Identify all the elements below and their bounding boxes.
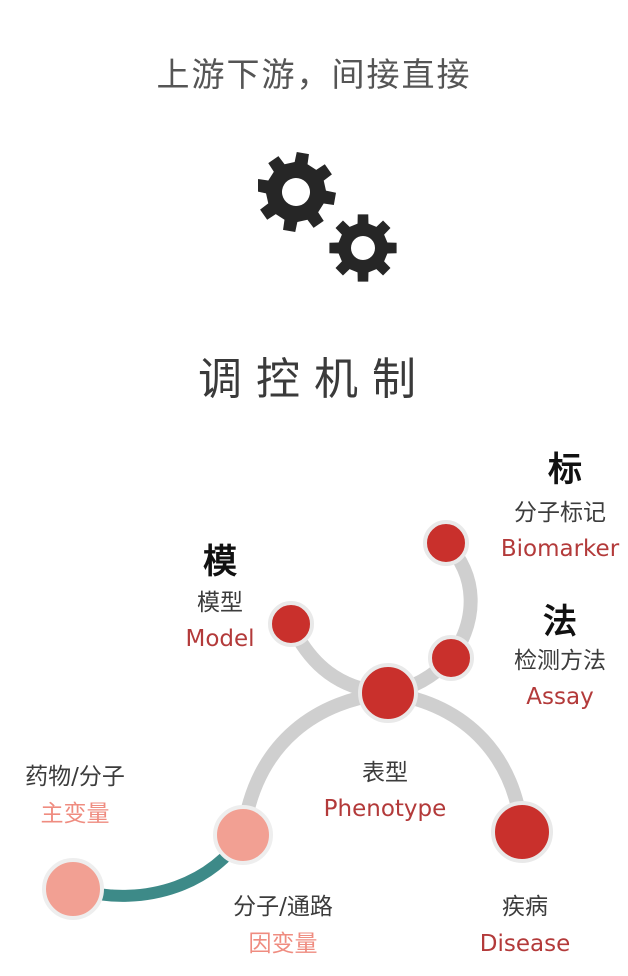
model-label-en: Model (185, 626, 255, 652)
assay-glyph-icon: 法 (543, 602, 577, 642)
drug-label-zh: 药物/分子 (25, 764, 125, 790)
subtitle: 上游下游，间接直接 (156, 55, 472, 94)
node-drug (42, 858, 104, 920)
assay-label-zh: 检测方法 (514, 648, 606, 674)
pathway-label-zh: 分子/通路 (233, 894, 333, 920)
pathway-label-role: 因变量 (248, 931, 318, 957)
gears-icon (258, 152, 397, 282)
node-pathway (213, 805, 273, 865)
biomarker-label-zh: 分子标记 (514, 500, 606, 526)
model-label-zh: 模型 (197, 590, 243, 616)
model-glyph-icon: 模 (203, 542, 237, 582)
phenotype-label-zh: 表型 (362, 760, 408, 786)
disease-label-zh: 疾病 (502, 894, 548, 920)
biomarker-label-en: Biomarker (500, 536, 620, 562)
assay-label-en: Assay (526, 684, 594, 710)
page-title: 调控机制 (198, 354, 430, 405)
node-model (268, 601, 314, 647)
biomarker-glyph-icon: 标 (548, 450, 582, 490)
node-disease (491, 801, 553, 863)
gear-small-shape (329, 214, 397, 282)
drug-label-role: 主变量 (40, 801, 110, 827)
phenotype-label-en: Phenotype (323, 796, 447, 822)
disease-label-en: Disease (479, 931, 571, 957)
node-assay (428, 635, 474, 681)
node-phenotype (358, 663, 418, 723)
node-biomarker (423, 520, 469, 566)
